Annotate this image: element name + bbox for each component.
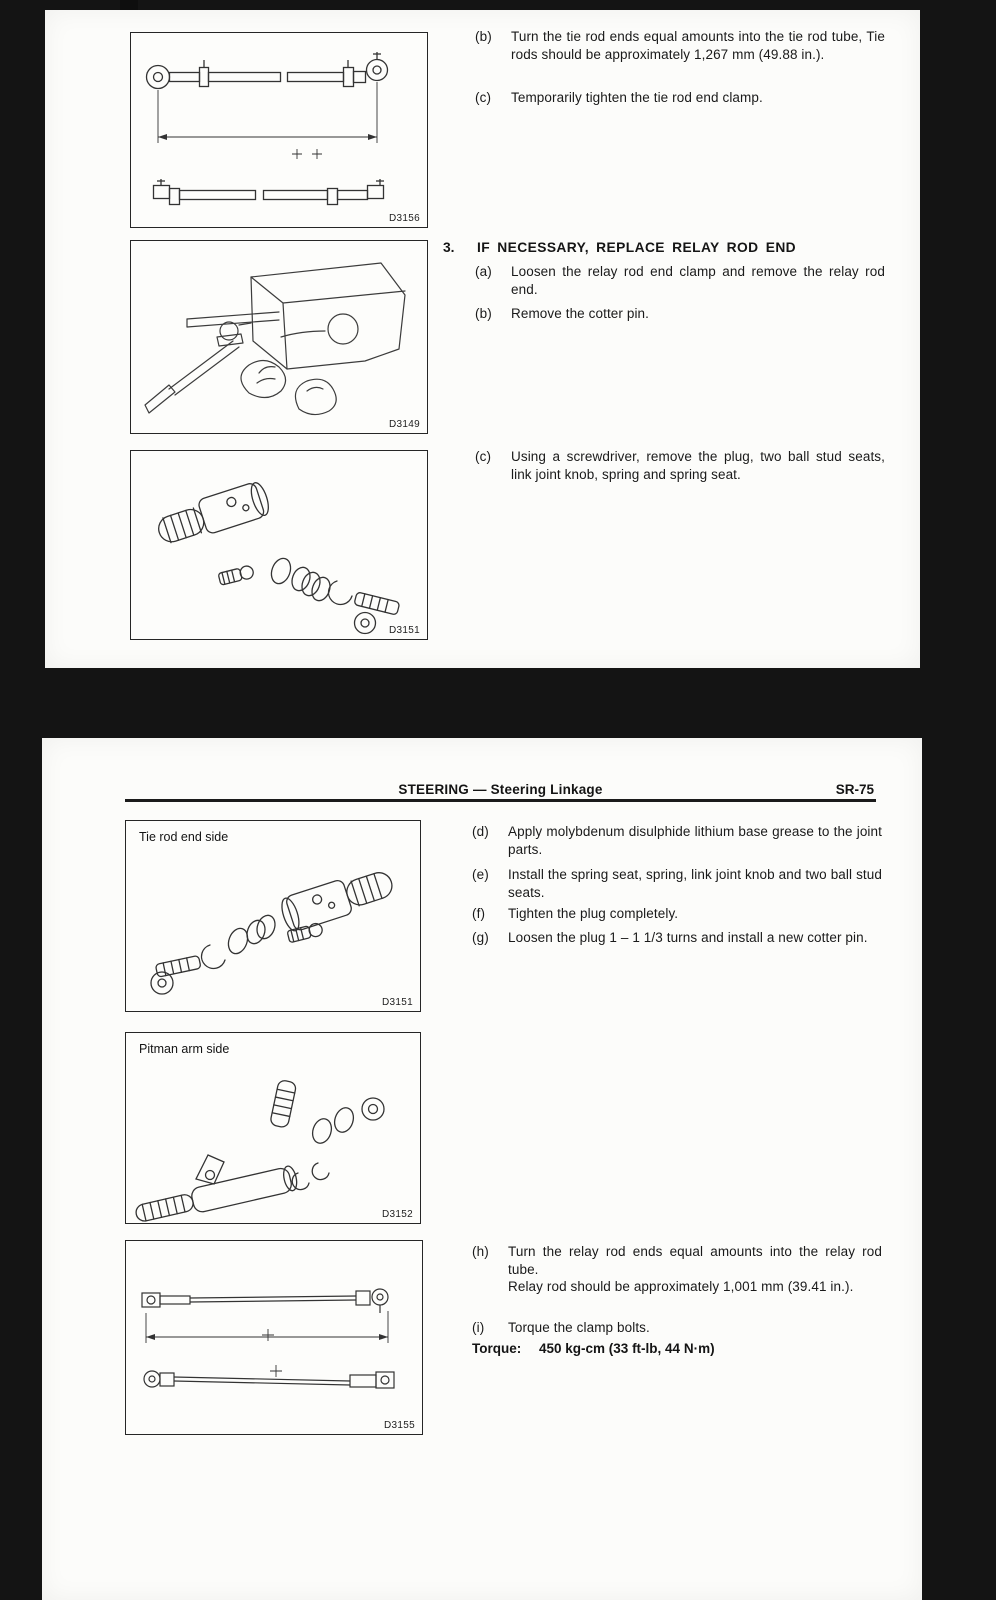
step-label: (i)	[472, 1320, 485, 1335]
step-text: Apply molybdenum disulphide lithium base…	[508, 824, 882, 857]
step-text: Loosen the plug 1 – 1 1/3 turns and inst…	[508, 930, 868, 945]
section-heading: 3. IF NECESSARY, REPLACE RELAY ROD END	[443, 240, 796, 255]
step-text: Using a screwdriver, remove the plug, tw…	[511, 449, 885, 482]
step-text: Torque the clamp bolts.	[508, 1320, 650, 1335]
step-label: (e)	[472, 867, 489, 882]
step-label: (c)	[475, 449, 492, 464]
step-label: (d)	[472, 824, 489, 839]
step-item-g: (g) Loosen the plug 1 – 1 1/3 turns and …	[472, 929, 882, 947]
step-text: Turn the relay rod ends equal amounts in…	[508, 1244, 882, 1277]
step-label: (a)	[475, 264, 492, 279]
torque-label: Torque:	[472, 1341, 522, 1356]
step-item-h: (h) Turn the relay rod ends equal amount…	[472, 1243, 882, 1296]
figure-pitman-arm-side: Pitman arm side D3152	[125, 1032, 421, 1224]
step-label: (g)	[472, 930, 489, 945]
step-text: Tighten the plug completely.	[508, 906, 679, 921]
step-label: (h)	[472, 1244, 489, 1259]
section-title: IF NECESSARY, REPLACE RELAY ROD END	[477, 240, 797, 255]
figure-relay-rod-removal: D3149	[130, 240, 428, 434]
workbench-removal-drawing	[144, 262, 406, 416]
pitman-arm-side-drawing	[135, 1080, 385, 1222]
figure-code: D3156	[389, 213, 420, 224]
page-header-title: STEERING — Steering Linkage	[398, 782, 603, 797]
step-item-b: (b) Turn the tie rod ends equal amounts …	[475, 28, 885, 63]
step-label: (b)	[475, 306, 492, 321]
tie-rod-end-side-drawing	[150, 872, 393, 995]
step-label: (b)	[475, 29, 492, 44]
figure-tie-rod-end-side: Tie rod end side D3151	[125, 820, 421, 1012]
relay-rod-assemblies-drawing	[141, 1288, 395, 1389]
header-rule	[125, 799, 876, 802]
torque-spec: Torque: 450 kg-cm (33 ft-lb, 44 N·m)	[472, 1341, 715, 1356]
step-label: (f)	[472, 906, 486, 921]
step-item-e: (e) Install the spring seat, spring, lin…	[472, 866, 882, 901]
manual-page-top: D3156 (b) Turn the tie rod ends equal am…	[45, 10, 920, 668]
step-text: Temporarily tighten the tie rod end clam…	[511, 90, 763, 105]
step-text: Turn the tie rod ends equal amounts into…	[511, 29, 885, 62]
step-item-i: (i) Torque the clamp bolts.	[472, 1319, 882, 1337]
exploded-parts-drawing	[158, 482, 400, 635]
figure-code: D3155	[384, 1420, 415, 1431]
figure-tie-rod-assemblies: D3156	[130, 32, 428, 228]
tie-rod-assemblies-drawing	[145, 52, 389, 206]
step-label: (c)	[475, 90, 492, 105]
manual-page-bottom: STEERING — Steering Linkage SR-75	[42, 738, 922, 1600]
step-item-f: (f) Tighten the plug completely.	[472, 905, 882, 923]
torque-value: 450 kg-cm (33 ft-lb, 44 N·m)	[539, 1341, 715, 1356]
figure-relay-rod-assemblies: D3155	[125, 1240, 423, 1435]
figure-caption: Pitman arm side	[139, 1042, 230, 1056]
step-item-d: (d) Apply molybdenum disulphide lithium …	[472, 823, 882, 858]
page-number: SR-75	[835, 782, 874, 797]
step-text: Loosen the relay rod end clamp and remov…	[511, 264, 885, 297]
step-item-3b: (b) Remove the cotter pin.	[475, 305, 885, 323]
figure-code: D3151	[389, 625, 420, 636]
figure-code: D3151	[382, 997, 413, 1008]
step-text: Remove the cotter pin.	[511, 306, 650, 321]
figure-caption: Tie rod end side	[139, 830, 229, 844]
step-text-2: Relay rod should be approximately 1,001 …	[508, 1279, 854, 1295]
step-item-c: (c) Temporarily tighten the tie rod end …	[475, 89, 885, 107]
step-text: Install the spring seat, spring, link jo…	[508, 867, 882, 900]
figure-code: D3149	[389, 419, 420, 430]
figure-code: D3152	[382, 1209, 413, 1220]
section-number: 3.	[443, 240, 455, 255]
step-item-3c: (c) Using a screwdriver, remove the plug…	[475, 448, 885, 483]
step-item-3a: (a) Loosen the relay rod end clamp and r…	[475, 263, 885, 298]
figure-exploded-parts: D3151	[130, 450, 428, 640]
